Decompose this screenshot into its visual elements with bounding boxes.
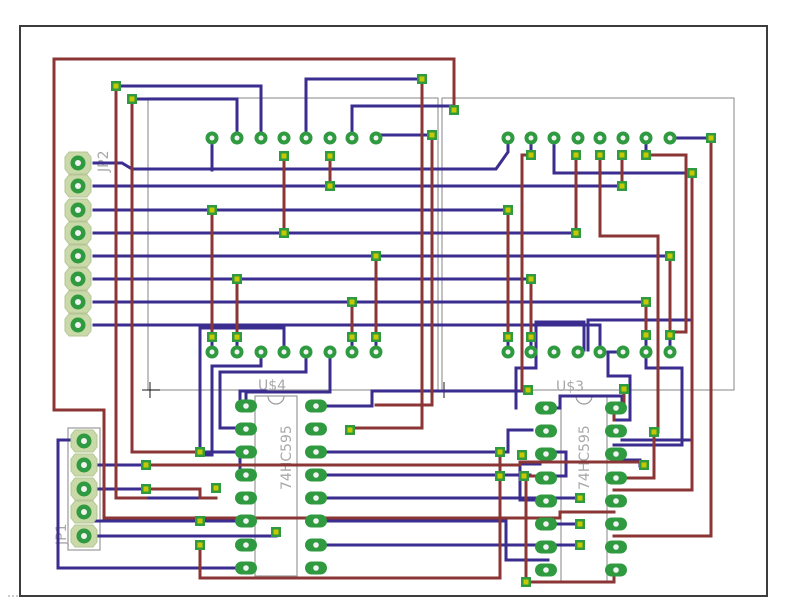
u3-label: U$3 [556,379,584,395]
module-left-bottom-pads [205,345,383,359]
module-outline-left [147,97,439,391]
module-left-top-pads [205,131,383,145]
module-right-top-pads [501,131,677,145]
jp1-header [70,429,98,548]
silkscreen-layer: JP2 JP1 U$4 U$3 74HC595 74HC595 [54,97,735,583]
jp1-label: JP1 [54,524,70,546]
ic-u3-part-label: 74HC595 [577,425,593,490]
ic-u4-part-label: 74HC595 [279,425,295,490]
ic-outline-u4 [254,395,298,577]
square-via-icon [111,74,716,587]
jp2-header [64,151,92,337]
board-outline [19,25,768,597]
module-outline-right [441,97,735,391]
